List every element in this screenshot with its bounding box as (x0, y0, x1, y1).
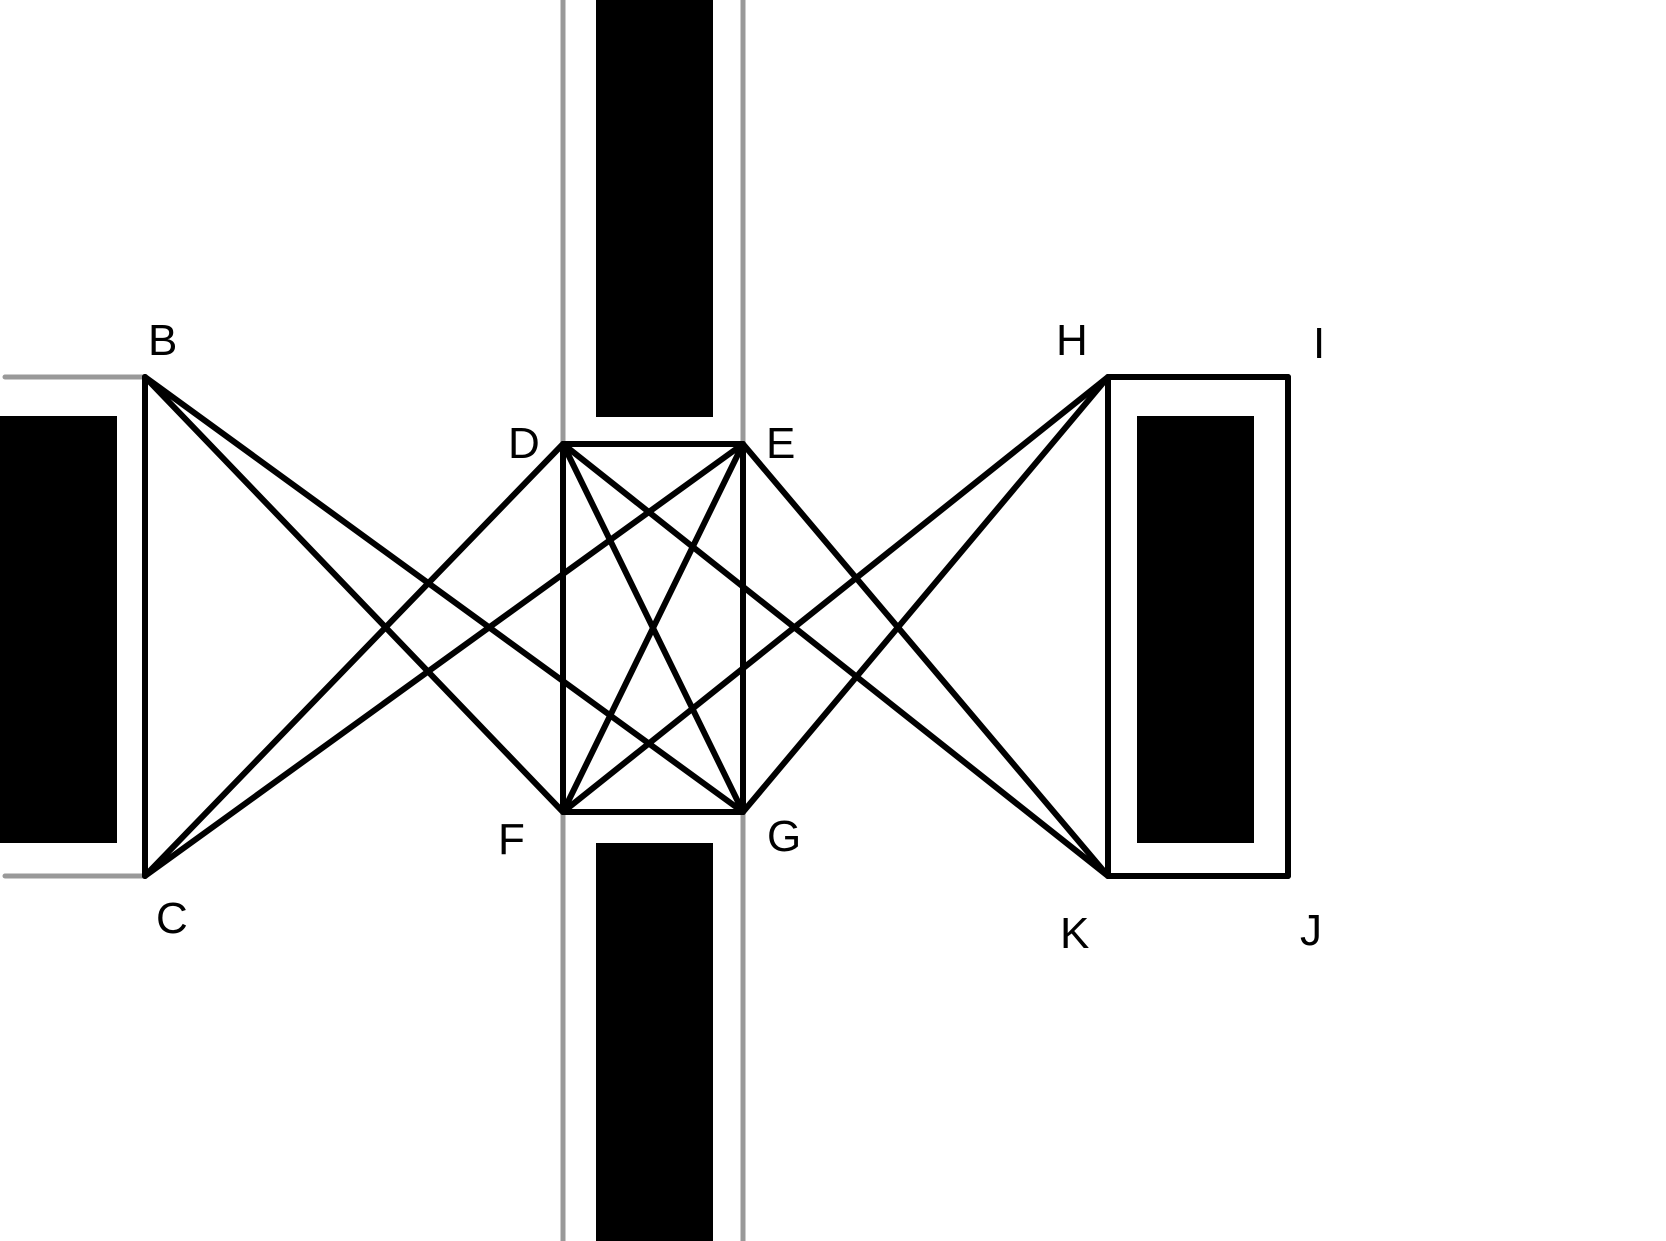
obstacle-top (596, 0, 713, 417)
boundary-lines (2, 0, 746, 1241)
vertex-label-i: I (1313, 319, 1325, 368)
edge-e-f (560, 441, 746, 815)
graph-edges (142, 374, 1291, 879)
obstacles (0, 0, 1254, 1241)
vertex-label-e: E (766, 419, 795, 468)
vertex-label-d: D (508, 419, 540, 468)
obstacle-left (0, 416, 117, 843)
edge-c-e (142, 441, 746, 879)
vertex-label-h: H (1056, 316, 1088, 365)
vertex-label-j: J (1300, 906, 1322, 955)
vertex-labels: B C D E F G H I J K (148, 316, 1325, 958)
vertex-label-g: G (767, 812, 801, 861)
vertex-label-b: B (148, 316, 177, 365)
edge-f-h (560, 374, 1111, 815)
edge-c-d (142, 441, 566, 879)
vertex-label-k: K (1060, 909, 1089, 958)
vertex-label-c: C (156, 894, 188, 943)
edge-b-g (142, 374, 746, 815)
edge-e-k (740, 441, 1111, 879)
obstacle-right (1137, 416, 1254, 843)
vertex-label-f: F (498, 815, 525, 864)
edge-d-k (560, 441, 1111, 879)
edge-b-f (142, 374, 566, 815)
edge-g-h (740, 374, 1111, 815)
obstacle-bottom (596, 843, 713, 1241)
